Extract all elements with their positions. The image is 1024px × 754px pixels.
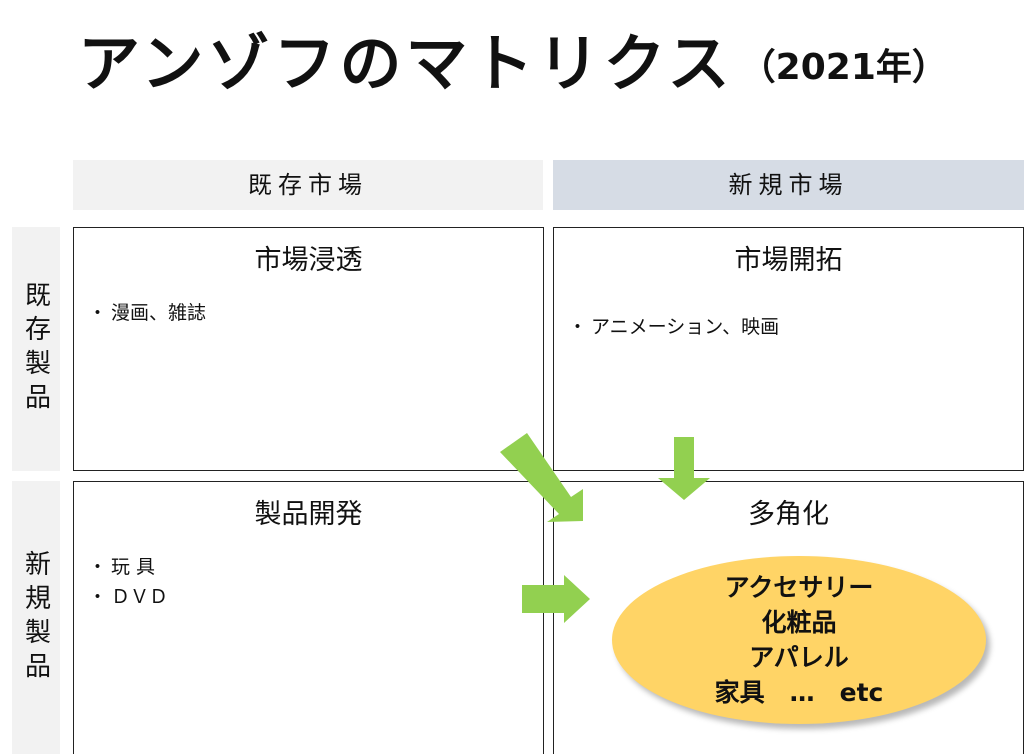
cell-product-development: 製品開発 玩 具 ＤＶＤ (73, 481, 544, 754)
row-header-existing-product: 既存製品 (12, 227, 60, 471)
example-item: アパレル (749, 643, 849, 672)
cell-market-penetration: 市場浸透 漫画、雑誌 (73, 227, 544, 471)
list-item: ＤＶＤ (88, 582, 168, 612)
list-item: アニメーション、映画 (568, 312, 779, 342)
arrow-right (522, 575, 590, 623)
example-item: 家具 … etc (714, 678, 884, 707)
arrow-down (658, 437, 710, 500)
page-title: アンゾフのマトリクス（2021年） (78, 27, 948, 100)
example-item: 化粧品 (761, 608, 837, 637)
cell-title: 製品開発 (254, 499, 363, 530)
cell-items: アニメーション、映画 (568, 312, 779, 342)
list-item: 漫画、雑誌 (88, 298, 206, 328)
diversification-ellipse: アクセサリー 化粧品 アパレル 家具 … etc (612, 556, 986, 724)
list-item: 玩 具 (88, 552, 168, 582)
cell-items: 漫画、雑誌 (88, 298, 206, 328)
cell-market-development: 市場開拓 アニメーション、映画 (553, 227, 1024, 471)
row-header-new-product: 新規製品 (12, 481, 60, 754)
cell-title: 市場開拓 (734, 245, 843, 276)
title-year: （2021年） (739, 47, 948, 88)
cell-title: 市場浸透 (254, 245, 363, 276)
cell-items: 玩 具 ＤＶＤ (88, 552, 168, 612)
column-header-new-market: 新規市場 (553, 160, 1024, 210)
example-item: アクセサリー (724, 573, 874, 602)
column-header-existing-market: 既存市場 (73, 160, 543, 210)
arrow-diagonal (500, 433, 583, 522)
cell-title: 多角化 (748, 499, 829, 530)
